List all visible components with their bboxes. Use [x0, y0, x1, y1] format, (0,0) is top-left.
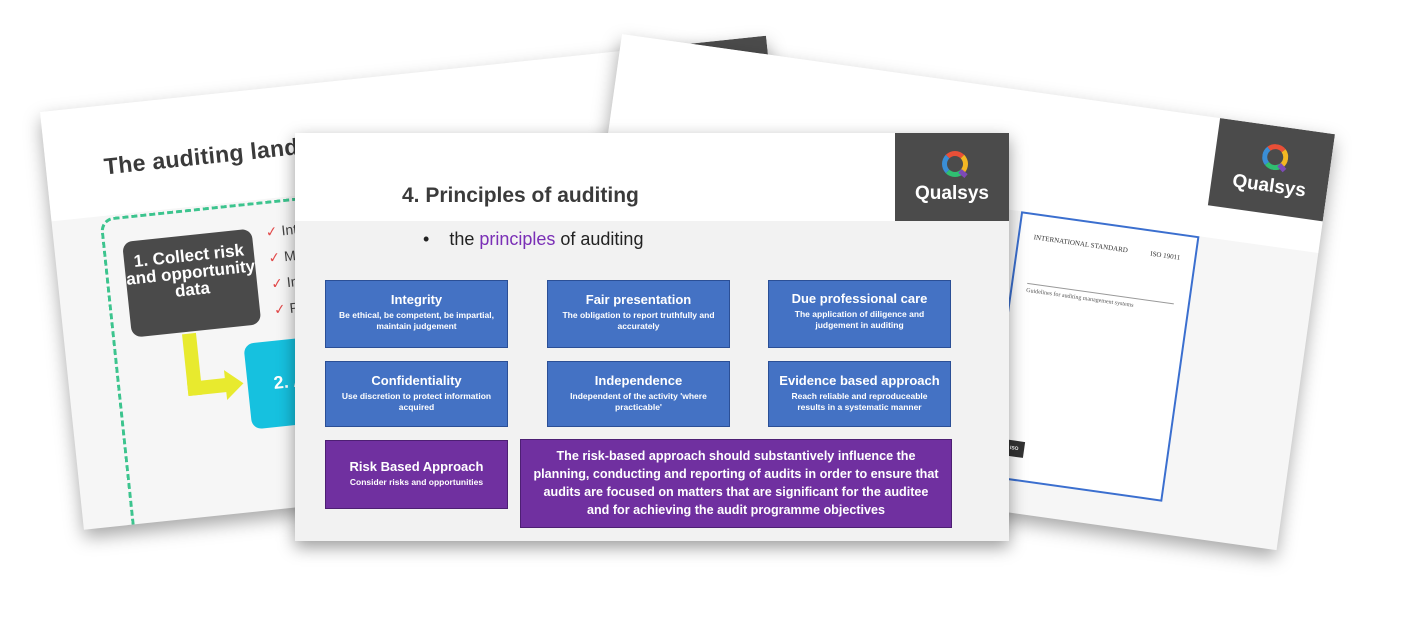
- principle-card-evidence-based-approach: Evidence based approach Reach reliable a…: [768, 361, 951, 427]
- card-title: Fair presentation: [585, 292, 692, 307]
- principle-card-independence: Independence Independent of the activity…: [547, 361, 730, 427]
- bullet-icon: •: [423, 229, 430, 249]
- logo-wordmark: Qualsys: [1231, 170, 1308, 202]
- doc-title: Guidelines for auditing management syste…: [1025, 282, 1174, 316]
- card-title: Confidentiality: [371, 373, 462, 388]
- iso-document-cover: INTERNATIONAL STANDARD ISO 19011 Guideli…: [983, 211, 1200, 502]
- card-title: Risk Based Approach: [349, 459, 484, 474]
- principle-card-integrity: Integrity Be ethical, be competent, be i…: [325, 280, 508, 348]
- bullet-point: • the principles of auditing: [423, 229, 643, 250]
- bullet-text-pre: the: [449, 229, 480, 249]
- card-description: Use discretion to protect information ac…: [341, 391, 492, 412]
- doc-header: INTERNATIONAL STANDARD ISO 19011: [1033, 233, 1181, 262]
- logo-wordmark: Qualsys: [915, 183, 989, 204]
- bullet-highlight: principles: [479, 229, 556, 249]
- principle-card-confidentiality: Confidentiality Use discretion to protec…: [325, 361, 508, 427]
- card-description: Be ethical, be competent, be impartial, …: [339, 310, 494, 331]
- slide-header: [295, 133, 895, 221]
- card-title: Independence: [594, 373, 683, 388]
- doc-right-heading: ISO 19011: [1149, 249, 1181, 262]
- check-icon: ✓: [270, 274, 284, 292]
- statement-text: The risk-based approach should substanti…: [533, 449, 939, 517]
- card-description: Independent of the activity 'where pract…: [570, 391, 707, 412]
- collect-step-box: 1. Collect risk and opportunity data: [122, 228, 262, 338]
- check-icon: ✓: [267, 248, 282, 266]
- slide-title: 4. Principles of auditing: [402, 184, 639, 207]
- check-icon: ✓: [273, 300, 287, 318]
- principle-card-due-professional-care: Due professional care The application of…: [768, 280, 951, 348]
- card-description: The obligation to report truthfully and …: [562, 310, 715, 331]
- principle-card-fair-presentation: Fair presentation The obligation to repo…: [547, 280, 730, 348]
- card-description: Reach reliable and reproduceable results…: [791, 391, 928, 412]
- principle-card-risk-based-approach: Risk Based Approach Consider risks and o…: [325, 440, 508, 509]
- slide-principles-of-auditing: Qualsys 4. Principles of auditing • the p…: [295, 133, 1009, 541]
- qualsys-q-icon: [942, 151, 968, 177]
- qualsys-logo: Qualsys: [1207, 118, 1335, 222]
- risk-based-approach-statement: The risk-based approach should substanti…: [520, 439, 952, 528]
- bullet-text-post: of auditing: [555, 229, 644, 249]
- arrow-head-icon: [223, 368, 246, 401]
- card-title: Evidence based approach: [779, 373, 940, 388]
- check-icon: ✓: [264, 222, 279, 241]
- doc-left-heading: INTERNATIONAL STANDARD: [1033, 233, 1129, 255]
- card-title: Integrity: [390, 292, 443, 307]
- card-description: Consider risks and opportunities: [349, 477, 484, 487]
- card-title: Due professional care: [791, 291, 928, 306]
- card-description: The application of diligence and judgeme…: [794, 309, 925, 330]
- qualsys-logo: Qualsys: [895, 133, 1009, 221]
